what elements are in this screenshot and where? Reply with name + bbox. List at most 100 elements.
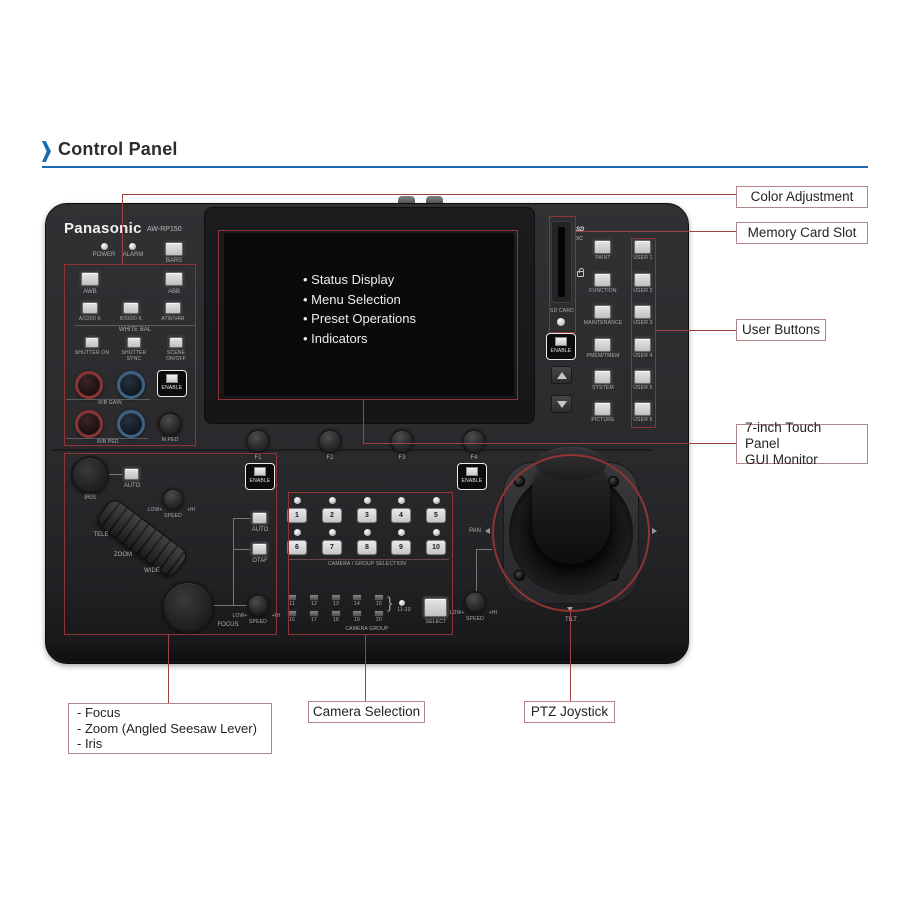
sdxc-logo-xc: XC: [576, 236, 583, 242]
iris-auto-button[interactable]: [124, 468, 139, 480]
m-ped-knob[interactable]: [158, 412, 182, 436]
sd-enable-button[interactable]: ENABLE: [546, 333, 576, 360]
camera5-button[interactable]: 5: [426, 508, 446, 523]
system-label: SYSTEM: [592, 385, 614, 391]
screen-bullet: Indicators: [303, 329, 416, 349]
camera1-button[interactable]: 1: [287, 508, 307, 523]
wb-a3200k-button[interactable]: [82, 302, 98, 314]
camera4-button[interactable]: 4: [391, 508, 411, 523]
down-arrow-icon: [556, 400, 567, 408]
focus-auto-label: AUTO: [251, 527, 269, 533]
camera10-led: [433, 529, 440, 536]
group-range-label: 11-20: [397, 607, 411, 613]
bars-button[interactable]: [165, 242, 183, 256]
ptz-speed-low-label: LOW+: [449, 610, 465, 616]
camera5-led: [433, 497, 440, 504]
awb-button[interactable]: [81, 272, 99, 286]
camera10-button[interactable]: 10: [426, 540, 446, 555]
camera8-button[interactable]: 8: [357, 540, 377, 555]
camera9-button[interactable]: 9: [391, 540, 411, 555]
b-ped-knob[interactable]: [117, 410, 145, 438]
callout-line: [168, 635, 169, 704]
paint-button[interactable]: [594, 240, 611, 254]
group14-label: 14: [354, 601, 360, 607]
pmem-tmem-button[interactable]: [594, 338, 611, 352]
callout-user-buttons: User Buttons: [736, 319, 826, 341]
down-arrow-button[interactable]: [551, 395, 572, 413]
callout-color-adjustment: Color Adjustment: [736, 186, 868, 208]
f2-knob[interactable]: [318, 429, 342, 453]
f3-knob[interactable]: [390, 429, 414, 453]
optics-enable-button[interactable]: ENABLE: [245, 463, 275, 490]
lock-icon: [577, 268, 584, 277]
highlight-sd-slot: [549, 216, 576, 333]
focus-label: FOCUS: [217, 622, 239, 628]
user5-button[interactable]: [634, 370, 651, 384]
panel-groove: [52, 449, 652, 451]
focus-auto-button[interactable]: [252, 512, 267, 524]
ptz-speed-knob[interactable]: [464, 591, 486, 613]
group-bracket: }: [387, 595, 393, 612]
focus-connector-h2: [233, 549, 252, 550]
callout-touch-panel-line1: 7-inch Touch Panel: [745, 419, 822, 451]
callout-memory-card-slot: Memory Card Slot: [736, 222, 868, 244]
enable-key: [466, 467, 478, 476]
camera1-led: [294, 497, 301, 504]
enable-label: ENABLE: [461, 478, 483, 484]
title-underline: [42, 166, 868, 168]
camera6-button[interactable]: 6: [287, 540, 307, 555]
wb-b5600k-button[interactable]: [123, 302, 139, 314]
user1-button[interactable]: [634, 240, 651, 254]
user3-button[interactable]: [634, 305, 651, 319]
r-gain-knob[interactable]: [75, 371, 103, 399]
callout-line: [363, 400, 364, 443]
camera2-button[interactable]: 2: [322, 508, 342, 523]
picture-button[interactable]: [594, 402, 611, 416]
group17-indicator: [309, 610, 319, 617]
r-ped-knob[interactable]: [75, 410, 103, 438]
otaf-button[interactable]: [252, 543, 267, 555]
zoom-speed-knob[interactable]: [162, 488, 184, 510]
tele-label: TELE: [93, 532, 109, 538]
select-button[interactable]: [424, 598, 447, 617]
user2-button[interactable]: [634, 273, 651, 287]
group19-indicator: [352, 610, 362, 617]
group12-indicator: [309, 594, 319, 601]
white-bal-line: [75, 325, 195, 326]
shutter-on-button[interactable]: [85, 337, 99, 348]
joystick-enable-button[interactable]: ENABLE: [457, 463, 487, 490]
focus-knob[interactable]: [162, 581, 214, 633]
highlight-color-adjustment: [64, 264, 196, 446]
user6-button[interactable]: [634, 402, 651, 416]
shutter-sync-button[interactable]: [127, 337, 141, 348]
user4-button[interactable]: [634, 338, 651, 352]
callout-touch-panel-line2: GUI Monitor: [745, 452, 818, 468]
user3-label: USER 3: [633, 320, 653, 326]
color-enable-button[interactable]: ENABLE: [157, 370, 187, 397]
b-gain-knob[interactable]: [117, 371, 145, 399]
sd-access-led: [557, 318, 565, 326]
section-chevron-icon: [42, 141, 51, 162]
wide-label: WIDE: [144, 568, 160, 574]
f1-knob[interactable]: [246, 429, 270, 453]
shutter-on-label: SHUTTER ON: [74, 350, 110, 356]
enable-label: ENABLE: [161, 385, 183, 391]
camera7-button[interactable]: 7: [322, 540, 342, 555]
iris-knob[interactable]: [71, 456, 109, 494]
maintenance-button[interactable]: [594, 305, 611, 319]
sdxc-logo: SD XC: [576, 224, 594, 242]
abb-button[interactable]: [165, 272, 183, 286]
alarm-label: ALARM: [122, 252, 144, 258]
up-arrow-button[interactable]: [551, 366, 572, 384]
iris-auto-label: AUTO: [123, 483, 141, 489]
highlight-screen: [218, 230, 518, 400]
scene-on-off-button[interactable]: [169, 337, 183, 348]
camera3-button[interactable]: 3: [357, 508, 377, 523]
system-button[interactable]: [594, 370, 611, 384]
function-button[interactable]: [594, 273, 611, 287]
wb-atw-var-button[interactable]: [165, 302, 181, 314]
f4-knob[interactable]: [462, 429, 486, 453]
callout-line: [122, 194, 736, 195]
enable-key: [254, 467, 266, 476]
focus-speed-knob[interactable]: [247, 594, 269, 616]
